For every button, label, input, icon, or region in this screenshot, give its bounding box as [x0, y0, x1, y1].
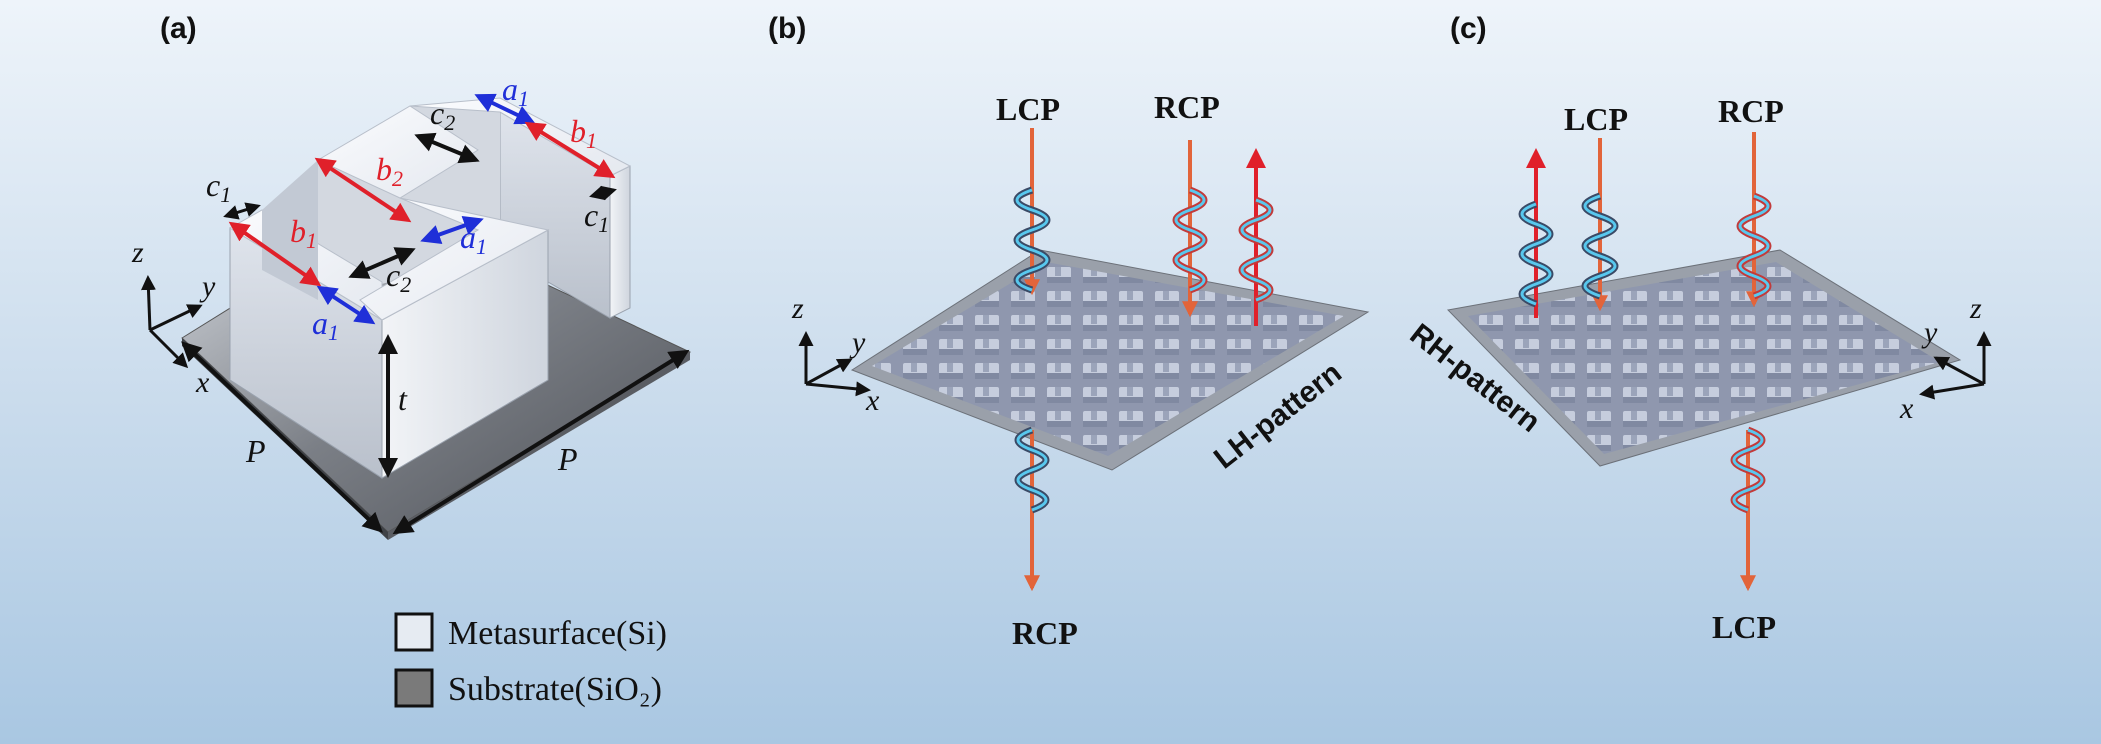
axis-b-z: z [791, 292, 804, 325]
axis-a-z: z [131, 236, 144, 269]
label-P-left: P [245, 433, 266, 469]
axis-a-x: x [195, 366, 210, 399]
panel-b-label: (b) [768, 12, 806, 45]
dim-P-left [181, 341, 383, 533]
dim-b1-left [228, 221, 322, 287]
label-a1-top: a1 [502, 71, 529, 111]
label-c2-top: c2 [430, 95, 455, 135]
axis-c-z: z [1969, 292, 1982, 325]
label-c1-right: c1 [584, 197, 609, 237]
panel-c-label: (c) [1450, 12, 1487, 45]
axes-c [1919, 331, 1992, 400]
helix-rcp-c [1736, 192, 1772, 300]
label-rcp-incident-b: RCP [1154, 89, 1220, 125]
dim-b2 [314, 157, 412, 223]
label-lcp-incident-b: LCP [996, 91, 1060, 127]
label-rcp-incident-c: RCP [1718, 93, 1784, 129]
legend: Metasurface(Si) Substrate(SiO₂) [394, 612, 667, 708]
label-b1-right: b1 [570, 113, 597, 153]
axes-a [140, 275, 203, 369]
axis-b-y: y [849, 326, 866, 359]
dim-a1-top [474, 93, 536, 125]
metasurface-array-c [1468, 262, 1940, 454]
legend-label-metasurface: Metasurface(Si) [448, 615, 667, 652]
label-a1-front: a1 [312, 305, 339, 345]
label-b2: b2 [376, 151, 403, 191]
dim-c1-left [223, 202, 261, 220]
panel-b: (b) LCP RCP RCP LH-pattern [768, 12, 1370, 651]
label-t: t [398, 381, 408, 417]
dim-c2-mid [348, 247, 416, 279]
dim-b1-right [524, 121, 616, 179]
label-P-right: P [557, 441, 578, 477]
dim-a1-mid [420, 215, 484, 245]
helix-lcp-b [1013, 186, 1051, 294]
legend-swatch-metasurface [394, 612, 434, 652]
axis-c-y: y [1921, 316, 1938, 349]
helix-reflected-b [1238, 196, 1274, 304]
dim-a1-front [316, 285, 376, 325]
axis-a-y: y [199, 270, 216, 303]
helix-transmitted-c [1730, 426, 1766, 514]
legend-swatch-substrate [394, 668, 434, 708]
helix-reflected-c [1518, 200, 1554, 308]
label-a1-mid: a1 [460, 219, 487, 259]
legend-label-substrate: Substrate(SiO₂) [448, 671, 662, 708]
panel-a-label: (a) [160, 12, 197, 45]
metasurface-array-b [872, 262, 1344, 456]
axes-b [798, 331, 871, 397]
helix-transmitted-b [1014, 426, 1050, 514]
label-rcp-transmitted-b: RCP [1012, 615, 1078, 651]
dim-P-right [392, 349, 690, 535]
label-c1-left: c1 [206, 167, 231, 207]
axis-b-x: x [865, 384, 880, 417]
axis-c-x: x [1899, 392, 1914, 425]
panel-c: (c) LCP RCP LCP RH-pattern [1404, 12, 1992, 645]
label-lcp-transmitted-c: LCP [1712, 609, 1776, 645]
panel-a: (a) [131, 12, 692, 540]
helix-lcp-c [1581, 192, 1619, 300]
label-b1-left: b1 [290, 213, 317, 253]
dim-c2-top [414, 132, 480, 164]
dim-c1-right [589, 185, 617, 201]
helix-rcp-b [1172, 186, 1208, 294]
label-c2-mid: c2 [386, 257, 411, 297]
label-lcp-incident-c: LCP [1564, 101, 1628, 137]
